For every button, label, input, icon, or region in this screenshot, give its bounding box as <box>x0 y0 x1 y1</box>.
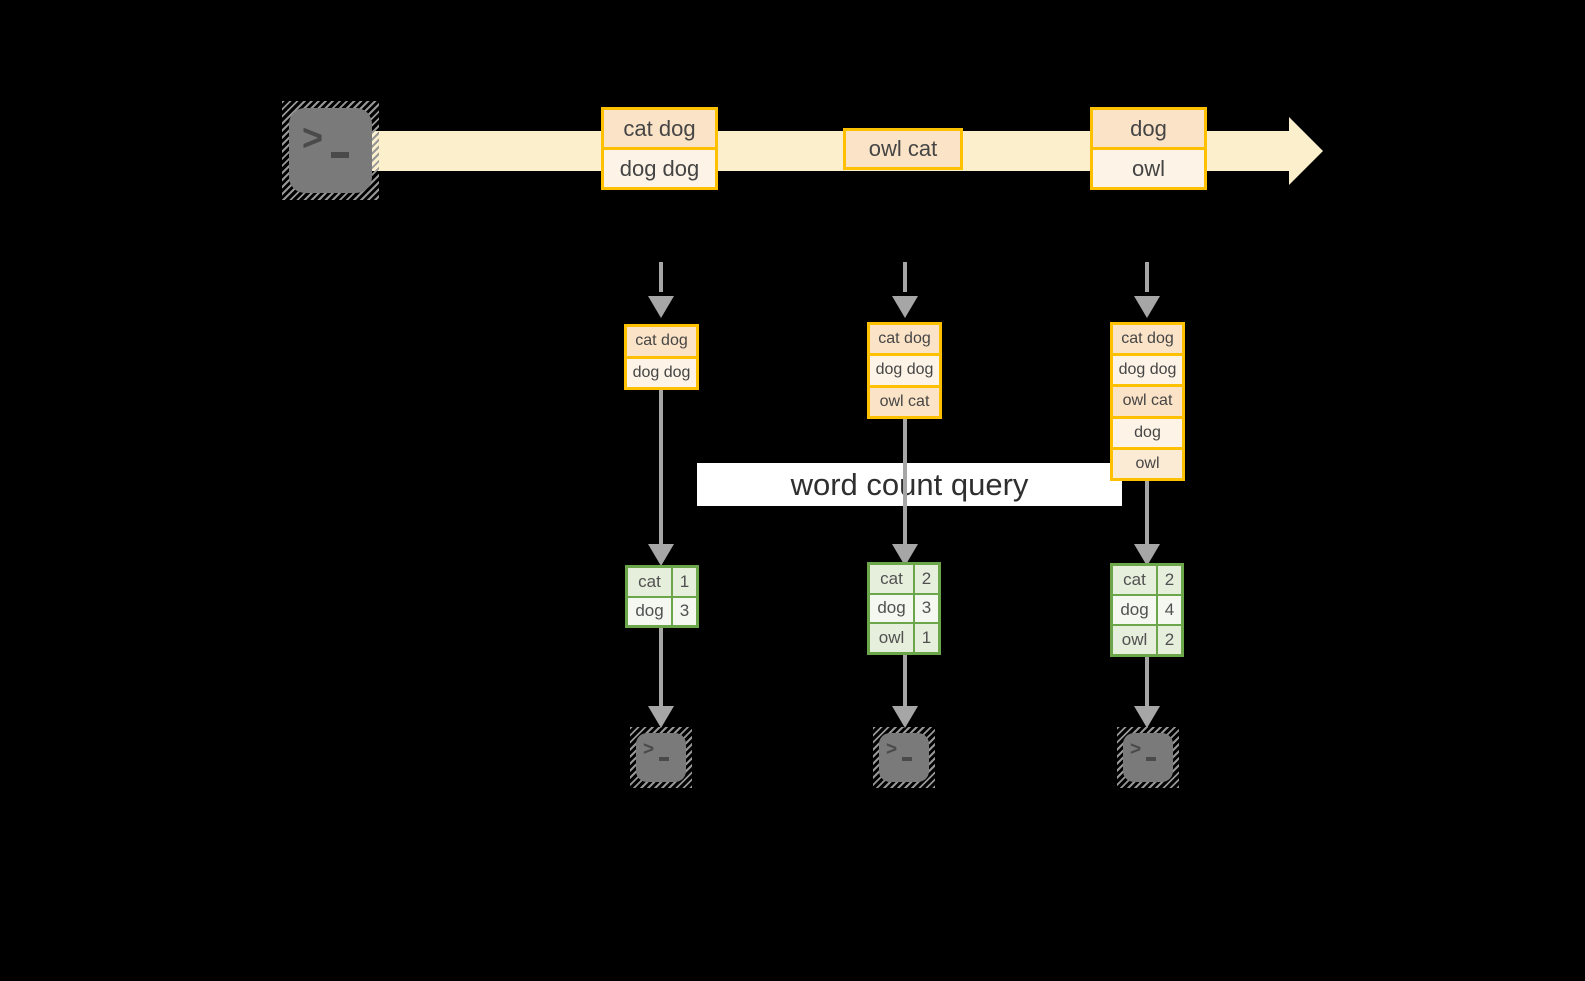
event-record: dog dog <box>604 150 715 187</box>
event-record: owl cat <box>846 131 960 167</box>
count-word: owl <box>870 624 913 652</box>
arrow-head <box>1134 706 1160 728</box>
stream-event-box-2: owl cat <box>843 128 963 170</box>
event-record: dog <box>1093 110 1204 147</box>
dashed-arrow-stem <box>1145 262 1149 292</box>
arrow-head <box>892 544 918 566</box>
count-word: dog <box>870 594 913 623</box>
count-word: dog <box>628 597 671 625</box>
arrow-stem <box>1145 657 1149 707</box>
arrow-head <box>648 544 674 566</box>
terminal-screen: > <box>879 733 929 782</box>
dashed-arrow-head <box>892 296 918 318</box>
count-table-3: cat 2 dog 4 owl 2 <box>1110 563 1184 657</box>
count-value: 2 <box>1158 626 1181 654</box>
state-record: dog <box>1113 418 1182 447</box>
count-value: 3 <box>673 597 696 625</box>
stream-event-box-1: cat dog dog dog <box>601 107 718 190</box>
state-box-2: cat dog dog dog owl cat <box>867 322 942 419</box>
event-record: owl <box>1093 150 1204 187</box>
state-record: dog dog <box>870 356 939 385</box>
arrow-stem <box>903 655 907 707</box>
count-word: owl <box>1113 626 1156 654</box>
count-value: 2 <box>1158 566 1181 594</box>
terminal-prompt-glyph: > <box>886 739 898 760</box>
arrow-stem <box>1145 481 1149 544</box>
terminal-icon: > <box>630 727 692 788</box>
terminal-screen: > <box>289 108 372 193</box>
count-word: cat <box>628 568 671 596</box>
terminal-prompt-glyph: > <box>643 739 655 760</box>
state-record: cat dog <box>627 327 696 356</box>
arrow-stem <box>903 419 907 544</box>
state-box-3: cat dog dog dog owl cat dog owl <box>1110 322 1185 481</box>
count-table-2: cat 2 dog 3 owl 1 <box>867 562 941 655</box>
count-word: cat <box>870 565 913 593</box>
state-record: owl <box>1113 449 1182 478</box>
terminal-screen: > <box>636 733 686 782</box>
state-record: cat dog <box>870 325 939 354</box>
dashed-arrow-stem <box>659 262 663 292</box>
count-value: 1 <box>673 568 696 596</box>
state-record: owl cat <box>1113 387 1182 416</box>
terminal-cursor <box>902 757 912 761</box>
arrow-stem <box>659 390 663 544</box>
arrow-head <box>648 706 674 728</box>
dashed-arrow-stem <box>903 262 907 292</box>
dashed-arrow-head <box>1134 296 1160 318</box>
terminal-icon: > <box>1117 727 1179 788</box>
count-value: 3 <box>915 594 938 623</box>
terminal-prompt-glyph: > <box>1130 739 1142 760</box>
terminal-cursor <box>331 152 349 158</box>
state-box-1: cat dog dog dog <box>624 324 699 390</box>
count-value: 2 <box>915 565 938 593</box>
count-word: dog <box>1113 596 1156 624</box>
dashed-arrow-head <box>648 296 674 318</box>
count-value: 1 <box>915 624 938 652</box>
terminal-prompt-glyph: > <box>302 115 324 159</box>
terminal-cursor <box>659 757 669 761</box>
arrow-head <box>892 706 918 728</box>
terminal-screen: > <box>1123 733 1173 782</box>
count-value: 4 <box>1158 596 1181 624</box>
terminal-cursor <box>1146 757 1156 761</box>
arrow-stem <box>659 628 663 707</box>
terminal-icon: > <box>282 101 379 200</box>
stream-event-box-3: dog owl <box>1090 107 1207 190</box>
terminal-icon: > <box>873 727 935 788</box>
count-word: cat <box>1113 566 1156 594</box>
state-record: cat dog <box>1113 325 1182 354</box>
arrow-head <box>1134 544 1160 566</box>
input-stream-arrowhead <box>1289 117 1323 185</box>
event-record: cat dog <box>604 110 715 147</box>
count-table-1: cat 1 dog 3 <box>625 565 699 628</box>
state-record: dog dog <box>1113 356 1182 385</box>
query-banner: word count query <box>697 463 1122 506</box>
state-record: dog dog <box>627 358 696 387</box>
state-record: owl cat <box>870 387 939 416</box>
